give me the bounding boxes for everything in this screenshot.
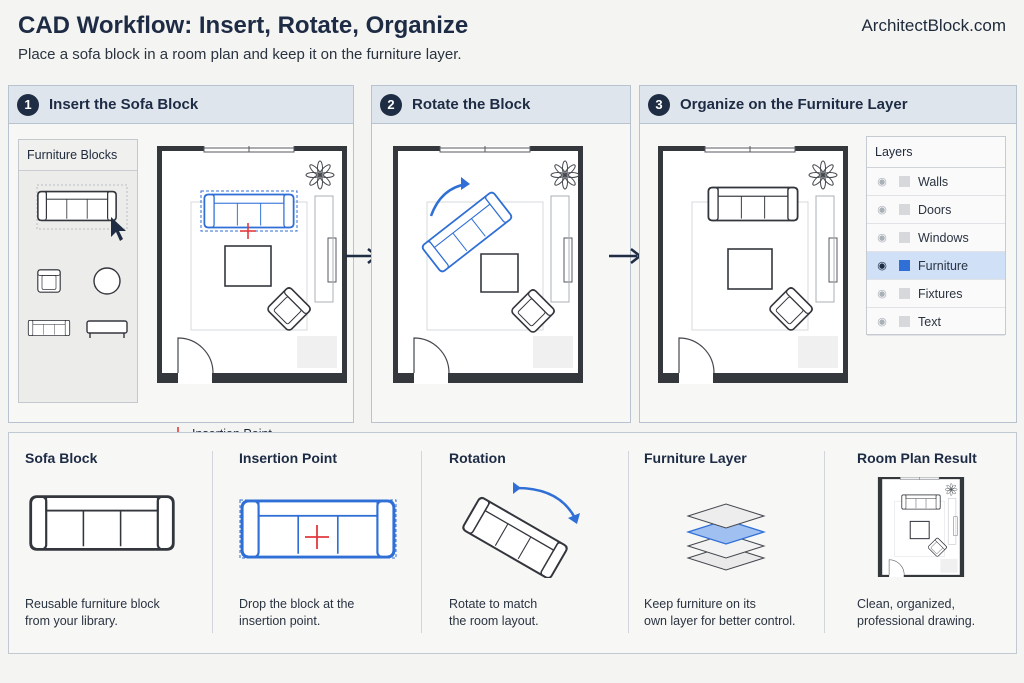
library-sofa-icon[interactable] [37, 190, 117, 222]
layer-row-walls[interactable]: ◉ Walls [867, 168, 1005, 196]
step-header: 1 Insert the Sofa Block [9, 86, 353, 124]
rotation-icon [460, 482, 580, 578]
furniture-library: Furniture Blocks [18, 139, 138, 403]
eye-icon[interactable]: ◉ [877, 232, 887, 244]
library-items [27, 184, 128, 338]
eye-icon[interactable]: ◉ [877, 204, 887, 216]
layer-color-swatch [899, 260, 910, 271]
step-title: Rotate the Block [412, 96, 531, 113]
step-header: 3 Organize on the Furniture Layer [640, 86, 1016, 124]
layer-color-swatch [899, 288, 910, 299]
card-room-plan-result: Room Plan Result Clean, organized,profes… [841, 433, 1016, 653]
library-loveseat-icon[interactable] [27, 319, 71, 337]
step-panel-organize: 3 Organize on the Furniture Layer Layers… [639, 85, 1017, 423]
layer-row-fixtures[interactable]: ◉ Fixtures [867, 280, 1005, 308]
layer-name: Fixtures [918, 286, 963, 301]
step-panel-rotate: 2 Rotate the Block [371, 85, 631, 423]
card-title: Room Plan Result [857, 450, 977, 466]
card-title: Sofa Block [25, 450, 98, 466]
layers-title: Layers [867, 137, 1005, 168]
layer-stack-icon [686, 503, 766, 571]
layer-name: Doors [918, 202, 952, 217]
coffee-table [224, 245, 272, 287]
layer-color-swatch [899, 176, 910, 187]
library-title: Furniture Blocks [19, 140, 137, 171]
library-round-table-icon[interactable] [93, 267, 121, 295]
layer-color-swatch [899, 232, 910, 243]
step-number: 3 [648, 93, 670, 116]
placed-sofa[interactable] [707, 186, 799, 222]
step-number: 2 [380, 93, 402, 116]
step-title: Organize on the Furniture Layer [680, 96, 908, 113]
layer-name: Windows [918, 230, 969, 245]
sofa-block-icon [29, 495, 175, 551]
library-bench-icon[interactable] [86, 320, 128, 338]
layer-row-doors[interactable]: ◉ Doors [867, 196, 1005, 224]
rotate-arrowhead [461, 177, 470, 190]
layer-color-swatch [899, 316, 910, 327]
coffee-table [480, 253, 519, 293]
page-title: CAD Workflow: Insert, Rotate, Organize [18, 12, 469, 39]
eye-icon[interactable]: ◉ [877, 288, 887, 300]
step-title: Insert the Sofa Block [49, 96, 199, 113]
eye-icon[interactable]: ◉ [877, 260, 887, 272]
room-plan-rotate [393, 146, 583, 388]
card-title: Insertion Point [239, 450, 337, 466]
card-title: Furniture Layer [644, 450, 747, 466]
layer-color-swatch [899, 204, 910, 215]
card-description: Clean, organized,professional drawing. [857, 597, 976, 628]
layer-row-text[interactable]: ◉ Text [867, 308, 1005, 336]
layer-name: Furniture [918, 258, 969, 273]
result-room-icon [873, 477, 969, 577]
cursor-icon [111, 217, 126, 241]
inserted-sofa[interactable] [203, 193, 295, 229]
coffee-table [727, 248, 773, 290]
insertion-point-marker [240, 223, 256, 239]
step-number: 1 [17, 93, 39, 116]
insertion-point-icon [239, 499, 397, 559]
site-name: ArchitectBlock.com [861, 16, 1006, 35]
step-panel-insert: 1 Insert the Sofa Block Furniture Blocks [8, 85, 354, 441]
room-plan-organized [658, 146, 848, 388]
page-subtitle: Place a sofa block in a room plan and ke… [18, 46, 462, 63]
sofa-selection-box [200, 190, 298, 232]
layer-name: Text [918, 314, 941, 329]
step-header: 2 Rotate the Block [372, 86, 630, 124]
room-plan-insert [157, 146, 347, 388]
library-sofa-highlight [36, 184, 128, 230]
layers-panel: Layers ◉ Walls ◉ Doors ◉ Windows ◉ Furniture ◉ Fi… [866, 136, 1006, 336]
library-chair-icon[interactable] [37, 269, 61, 293]
eye-icon[interactable]: ◉ [877, 176, 887, 188]
layer-row-furniture[interactable]: ◉ Furniture [867, 252, 1005, 280]
eye-icon[interactable]: ◉ [877, 316, 887, 328]
card-title: Rotation [449, 450, 506, 466]
layer-name: Walls [918, 174, 949, 189]
layer-row-windows[interactable]: ◉ Windows [867, 224, 1005, 252]
arrow-right-icon [609, 248, 643, 264]
